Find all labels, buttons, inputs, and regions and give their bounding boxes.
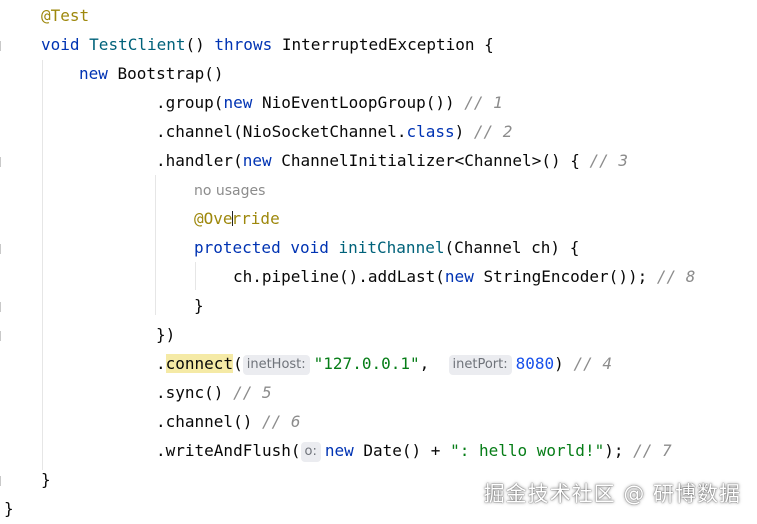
code-text: InterruptedException { [281, 35, 494, 54]
code-text: ) [554, 354, 574, 373]
code-text: .channel(NioSocketChannel. [156, 122, 407, 141]
code-text: ( [233, 354, 243, 373]
code-text: }) [156, 325, 176, 344]
code-string: "127.0.0.1" [313, 354, 420, 373]
code-text: ) [454, 122, 474, 141]
code-text: . [156, 354, 166, 373]
code-line[interactable]: .channel() // 6 [156, 409, 301, 435]
indent-guide [155, 175, 156, 315]
code-text: } [194, 296, 204, 315]
code-line[interactable]: .writeAndFlush(o:new Date() + ": hello w… [156, 438, 672, 464]
code-keyword: class [406, 122, 455, 141]
indent-guide [195, 262, 196, 290]
code-line[interactable]: void TestClient() throws InterruptedExce… [41, 32, 494, 58]
code-line[interactable]: .sync() // 5 [156, 380, 272, 406]
code-line[interactable]: .handler(new ChannelInitializer<Channel>… [156, 148, 628, 174]
gutter-fold-marker[interactable] [0, 157, 5, 167]
gutter-fold-marker[interactable] [0, 476, 5, 486]
code-keyword: new [242, 151, 282, 170]
code-text: Bootstrap() [117, 64, 224, 83]
gutter-fold-marker[interactable] [0, 331, 5, 341]
code-comment: // 3 [589, 151, 629, 170]
code-highlight: connect [165, 354, 234, 373]
code-number: 8080 [515, 354, 555, 373]
code-line[interactable]: } [4, 496, 14, 522]
code-keyword: protected void [194, 238, 339, 257]
watermark: 掘金技术社区 @ 研博数据 [483, 482, 741, 506]
parameter-hint[interactable]: inetPort: [448, 355, 512, 375]
code-text: } [4, 499, 14, 518]
text-cursor [231, 211, 233, 226]
code-line[interactable]: .connect(inetHost:"127.0.0.1", inetPort:… [156, 351, 612, 377]
code-line[interactable]: .group(new NioEventLoopGroup()) // 1 [156, 90, 503, 116]
code-line[interactable]: .channel(NioSocketChannel.class) // 2 [156, 119, 512, 145]
code-line[interactable]: ch.pipeline().addLast(new StringEncoder(… [233, 264, 695, 290]
gutter-fold-marker[interactable] [0, 41, 5, 51]
code-comment: // 1 [464, 93, 503, 112]
code-comment: // 6 [261, 412, 301, 431]
code-text: (Channel ch) { [444, 238, 580, 257]
indent-guide [42, 60, 43, 470]
code-line[interactable]: }) [156, 322, 175, 348]
code-annotation: @Ove [194, 209, 233, 228]
usages-hint[interactable]: no usages [194, 183, 266, 199]
code-keyword: new [324, 441, 364, 460]
code-comment: // 2 [473, 122, 513, 141]
parameter-hint[interactable]: o: [300, 442, 321, 462]
code-comment: // 8 [656, 267, 696, 286]
code-text: Date() + [363, 441, 451, 460]
code-line[interactable]: new Bootstrap() [79, 61, 224, 87]
code-comment: // 5 [233, 383, 272, 402]
code-line[interactable]: } [41, 467, 51, 493]
code-text: ); [604, 441, 634, 460]
code-annotation: rride [231, 209, 280, 228]
gutter-fold-marker[interactable] [0, 244, 5, 254]
code-line[interactable]: @Test [41, 3, 89, 29]
code-line[interactable]: protected void initChannel(Channel ch) { [194, 235, 579, 261]
code-string: ": hello world!" [450, 441, 605, 460]
code-keyword: new [223, 93, 262, 112]
code-function-name: TestClient [89, 35, 186, 54]
code-text: .group( [156, 93, 224, 112]
code-text: () [185, 35, 215, 54]
code-annotation: @Test [41, 6, 90, 25]
code-text: ChannelInitializer<Channel>() { [281, 151, 590, 170]
code-keyword: new [444, 267, 484, 286]
code-line[interactable]: @Override [194, 206, 280, 232]
code-comment: // 4 [573, 354, 612, 373]
code-text: .handler( [156, 151, 243, 170]
code-text: .writeAndFlush( [156, 441, 301, 460]
code-text: StringEncoder()); [483, 267, 657, 286]
parameter-hint[interactable]: inetHost: [242, 355, 310, 375]
code-text: ch.pipeline().addLast( [233, 267, 445, 286]
code-line[interactable]: no usages [194, 177, 265, 203]
code-keyword: new [79, 64, 118, 83]
code-line[interactable]: } [194, 293, 204, 319]
code-text: , [419, 354, 449, 373]
code-function-name: initChannel [338, 238, 445, 257]
code-text: } [41, 470, 51, 489]
code-keyword: throws [214, 35, 282, 54]
gutter-fold-marker[interactable] [0, 302, 5, 312]
code-text: NioEventLoopGroup()) [261, 93, 465, 112]
code-keyword: void [41, 35, 90, 54]
code-text: .sync() [156, 383, 234, 402]
code-comment: // 7 [633, 441, 672, 460]
code-text: .channel() [156, 412, 262, 431]
